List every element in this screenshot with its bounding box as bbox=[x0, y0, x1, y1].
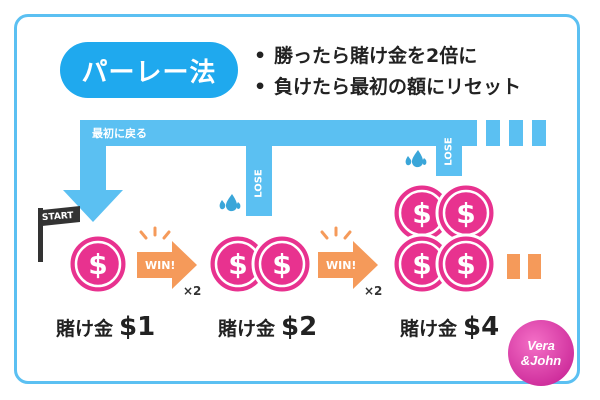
stake-3: 賭け金$4 bbox=[400, 312, 499, 342]
svg-text:$: $ bbox=[88, 248, 107, 281]
bullet-icon: • bbox=[254, 45, 267, 67]
svg-text:$: $ bbox=[412, 248, 431, 281]
rule-text: 勝ったら賭け金を2倍に bbox=[274, 45, 478, 67]
reset-banner-label: 最初に戻る bbox=[92, 127, 147, 140]
lose-pillar bbox=[246, 140, 272, 216]
rule-item: • 勝ったら賭け金を2倍に bbox=[254, 41, 477, 68]
logo-graphic: Vera &John bbox=[521, 338, 562, 368]
lose-label: LOSE bbox=[443, 137, 455, 166]
start-flag-icon bbox=[38, 206, 80, 262]
win-label: WIN! bbox=[326, 259, 357, 272]
win-arrow bbox=[137, 241, 197, 289]
water-drop-icon bbox=[405, 150, 427, 168]
dollar-coin-icon: $ bbox=[251, 233, 313, 295]
stake-1: 賭け金$1 bbox=[56, 312, 155, 342]
dollar-coin-icon: $ bbox=[207, 233, 269, 295]
svg-text:$: $ bbox=[456, 197, 475, 230]
multiplier-label: ×2 bbox=[364, 284, 383, 298]
vera-john-logo: Vera &John bbox=[508, 320, 574, 386]
bullet-icon: • bbox=[254, 76, 267, 98]
sparkle-icon bbox=[139, 226, 171, 240]
stake-label: 賭け金 bbox=[56, 318, 114, 340]
svg-text:$: $ bbox=[228, 248, 247, 281]
reset-arrow-shaft bbox=[80, 120, 106, 192]
continuation-dash bbox=[507, 254, 520, 279]
multiplier-label: ×2 bbox=[183, 284, 202, 298]
title-pill: パーレー法 bbox=[60, 42, 238, 98]
lose-label: LOSE bbox=[253, 169, 265, 198]
stake-label: 賭け金 bbox=[400, 318, 458, 340]
rule-item: • 負けたら最初の額にリセット bbox=[254, 72, 521, 99]
svg-text:$: $ bbox=[272, 248, 291, 281]
svg-text:&John: &John bbox=[521, 353, 562, 368]
stake-label: 賭け金 bbox=[218, 318, 276, 340]
reset-arrow-head bbox=[63, 190, 123, 222]
svg-text:$: $ bbox=[412, 197, 431, 230]
stake-amount: $1 bbox=[119, 312, 156, 342]
lose-pillar bbox=[436, 120, 462, 176]
win-arrow bbox=[318, 241, 378, 289]
dollar-coin-icon: $ bbox=[67, 233, 129, 295]
stake-amount: $4 bbox=[463, 312, 500, 342]
continuation-dash bbox=[528, 254, 541, 279]
page-title: パーレー法 bbox=[81, 57, 217, 88]
reset-banner bbox=[80, 120, 477, 146]
banner-dash bbox=[509, 120, 523, 146]
svg-text:$: $ bbox=[456, 248, 475, 281]
banner-dash bbox=[486, 120, 500, 146]
dollar-coin-icon: $ bbox=[435, 182, 497, 244]
rule-text: 負けたら最初の額にリセット bbox=[274, 76, 522, 98]
sparkle-icon bbox=[320, 226, 352, 240]
stake-2: 賭け金$2 bbox=[218, 312, 317, 342]
win-label: WIN! bbox=[145, 259, 176, 272]
svg-text:Vera: Vera bbox=[527, 338, 555, 353]
dollar-coin-icon: $ bbox=[435, 233, 497, 295]
stake-amount: $2 bbox=[281, 312, 318, 342]
banner-dash bbox=[532, 120, 546, 146]
water-drop-icon bbox=[219, 194, 241, 212]
coin-group: $ $ $ $ $ $ $ bbox=[67, 182, 497, 295]
